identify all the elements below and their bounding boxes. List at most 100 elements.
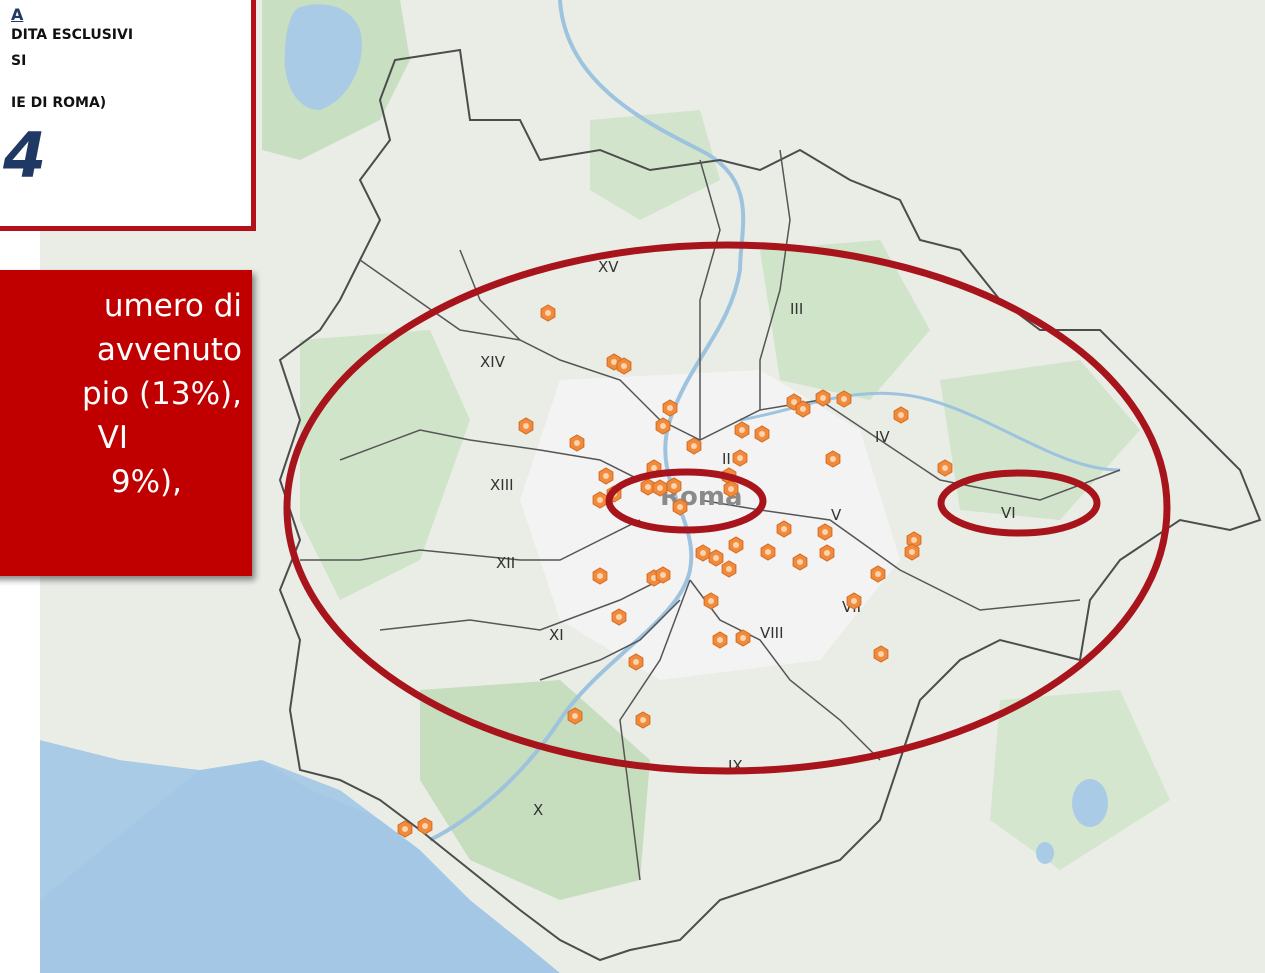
- location-marker[interactable]: [836, 390, 852, 408]
- location-marker[interactable]: [732, 449, 748, 467]
- location-marker[interactable]: [723, 480, 739, 498]
- location-marker[interactable]: [870, 565, 886, 583]
- location-marker[interactable]: [666, 477, 682, 495]
- location-marker[interactable]: [735, 629, 751, 647]
- location-marker[interactable]: [672, 498, 688, 516]
- info-box-count: 4: [3, 119, 47, 192]
- municipio-boundary: [359, 259, 661, 421]
- municipio-boundary: [459, 249, 521, 341]
- green-area: [940, 360, 1140, 520]
- municipio-boundary: [300, 519, 641, 561]
- location-marker[interactable]: [712, 631, 728, 649]
- highlight-ellipse-vi: [937, 469, 1101, 537]
- sea-lower: [40, 760, 560, 973]
- location-marker[interactable]: [616, 357, 632, 375]
- location-marker[interactable]: [592, 491, 608, 509]
- location-marker[interactable]: [567, 707, 583, 725]
- municipio-label: X: [533, 801, 543, 819]
- municipio-boundary: [539, 599, 681, 681]
- location-marker[interactable]: [819, 544, 835, 562]
- location-marker[interactable]: [518, 417, 534, 435]
- location-marker[interactable]: [655, 566, 671, 584]
- callout-line: avvenuto: [96, 332, 242, 368]
- location-marker[interactable]: [592, 567, 608, 585]
- location-marker[interactable]: [655, 417, 671, 435]
- highlight-ellipse-large: [283, 241, 1171, 775]
- info-box-line: SI: [11, 53, 27, 69]
- municipio-label: IV: [875, 428, 890, 446]
- point-markers: [397, 304, 953, 838]
- location-marker[interactable]: [686, 437, 702, 455]
- location-marker[interactable]: [792, 553, 808, 571]
- location-marker[interactable]: [635, 711, 651, 729]
- municipio-boundary: [619, 579, 691, 881]
- location-marker[interactable]: [695, 544, 711, 562]
- location-marker[interactable]: [873, 645, 889, 663]
- municipio-boundary: [339, 429, 641, 481]
- location-marker[interactable]: [417, 817, 433, 835]
- location-marker[interactable]: [703, 592, 719, 610]
- location-marker[interactable]: [662, 399, 678, 417]
- location-marker[interactable]: [937, 459, 953, 477]
- info-box-line: IE DI ROMA): [11, 95, 107, 111]
- municipio-label: XV: [598, 258, 619, 276]
- municipio-boundary: [759, 149, 791, 410]
- location-marker[interactable]: [652, 479, 668, 497]
- green-area: [300, 330, 470, 600]
- green-area: [590, 110, 720, 220]
- location-marker[interactable]: [734, 421, 750, 439]
- info-box-line: DITA ESCLUSIVI: [11, 27, 134, 43]
- highlight-ellipse-center: [605, 468, 767, 534]
- city-boundary: [278, 48, 1262, 962]
- location-marker[interactable]: [397, 820, 413, 838]
- river-tiber: [429, 0, 746, 842]
- location-marker[interactable]: [846, 592, 862, 610]
- location-marker[interactable]: [760, 543, 776, 561]
- location-marker[interactable]: [611, 608, 627, 626]
- location-marker[interactable]: [540, 304, 556, 322]
- location-marker[interactable]: [728, 536, 744, 554]
- location-marker[interactable]: [795, 400, 811, 418]
- location-marker[interactable]: [906, 531, 922, 549]
- municipio-boundary: [659, 399, 1121, 501]
- location-marker[interactable]: [640, 478, 656, 496]
- callout-line: umero di: [103, 288, 242, 324]
- location-marker[interactable]: [708, 549, 724, 567]
- municipio-boundary: [379, 579, 661, 631]
- location-marker[interactable]: [904, 543, 920, 561]
- municipio-label: XI: [549, 626, 564, 644]
- location-marker[interactable]: [776, 520, 792, 538]
- location-marker[interactable]: [721, 560, 737, 578]
- location-marker[interactable]: [754, 425, 770, 443]
- location-marker[interactable]: [893, 406, 909, 424]
- callout-line: VI: [97, 420, 128, 456]
- municipio-boundary: [699, 499, 1081, 611]
- municipio-label: XII: [496, 554, 515, 572]
- green-area: [760, 240, 930, 400]
- location-marker[interactable]: [825, 450, 841, 468]
- lake-bracciano: [284, 4, 362, 110]
- green-area: [990, 690, 1170, 870]
- municipio-label: V: [831, 506, 842, 524]
- municipio-label: XIV: [480, 353, 506, 371]
- lake-albano: [1072, 779, 1108, 827]
- green-area: [420, 680, 650, 900]
- municipio-label: III: [790, 300, 803, 318]
- callout-line: 9%),: [110, 464, 182, 500]
- info-box: A DITA ESCLUSIVI SI IE DI ROMA) 4: [0, 0, 256, 231]
- municipio-boundary: [689, 579, 881, 761]
- location-marker[interactable]: [628, 653, 644, 671]
- info-box-heading: A: [11, 5, 24, 24]
- municipio-label: VIII: [760, 624, 784, 642]
- location-marker[interactable]: [598, 467, 614, 485]
- municipio-boundary: [699, 159, 721, 440]
- callout-line: pio (13%),: [81, 376, 242, 412]
- lake-nemi: [1036, 842, 1054, 864]
- municipio-label: VI: [1001, 504, 1016, 522]
- callout-box: umero di avvenuto pio (13%), VI 9%),: [0, 270, 252, 576]
- location-marker[interactable]: [817, 523, 833, 541]
- location-marker[interactable]: [569, 434, 585, 452]
- location-marker[interactable]: [815, 389, 831, 407]
